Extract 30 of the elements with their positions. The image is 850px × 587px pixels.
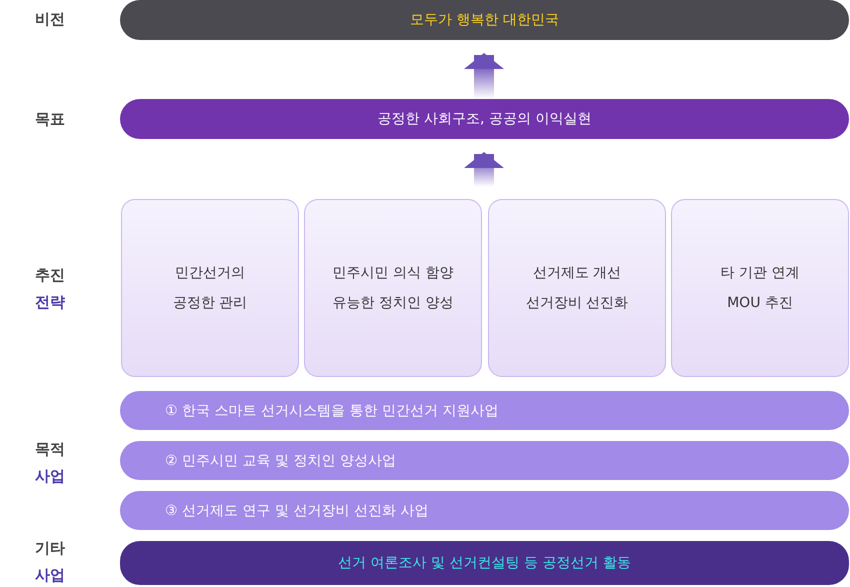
banner-bar	[120, 541, 849, 585]
node-text: 선거 여론조사 및 선거컨설팅 등 공정선거 활동	[338, 554, 631, 572]
node-text: 타 기관 연계 MOU 추진	[720, 264, 800, 313]
row-label: 목적	[34, 440, 66, 459]
up-arrow	[464, 152, 504, 187]
row-label: 사업	[34, 566, 66, 585]
strategy-card	[121, 199, 299, 377]
strategy-card	[488, 199, 666, 377]
strategy-card	[304, 199, 482, 377]
node-text: 민주시민 의식 함양 유능한 정치인 양성	[332, 264, 454, 313]
row-label: 추진	[34, 266, 66, 285]
node-text: ③ 선거제도 연구 및 선거장비 선진화 사업	[165, 502, 428, 520]
node-text: ① 한국 스마트 선거시스템을 통한 민간선거 지원사업	[165, 402, 498, 420]
row-label: 전략	[34, 293, 66, 312]
row-label: 기타	[34, 539, 66, 558]
node-text: 민간선거의 공정한 관리	[172, 264, 248, 313]
up-arrow	[464, 53, 504, 99]
node-text: 공정한 사회구조, 공공의 이익실현	[378, 110, 592, 128]
row-label: 목표	[34, 110, 66, 129]
row-label: 사업	[34, 467, 66, 486]
banner-bar	[120, 441, 849, 480]
node-text: 모두가 행복한 대한민국	[410, 11, 559, 29]
node-text: 선거제도 개선 선거장비 선진화	[524, 264, 630, 313]
banner-bar	[120, 99, 849, 139]
node-text: ② 민주시민 교육 및 정치인 양성사업	[165, 452, 396, 470]
banner-bar	[120, 0, 849, 40]
banner-bar	[120, 391, 849, 430]
strategy-card	[671, 199, 849, 377]
banner-bar	[120, 491, 849, 530]
row-label: 비전	[34, 10, 66, 29]
